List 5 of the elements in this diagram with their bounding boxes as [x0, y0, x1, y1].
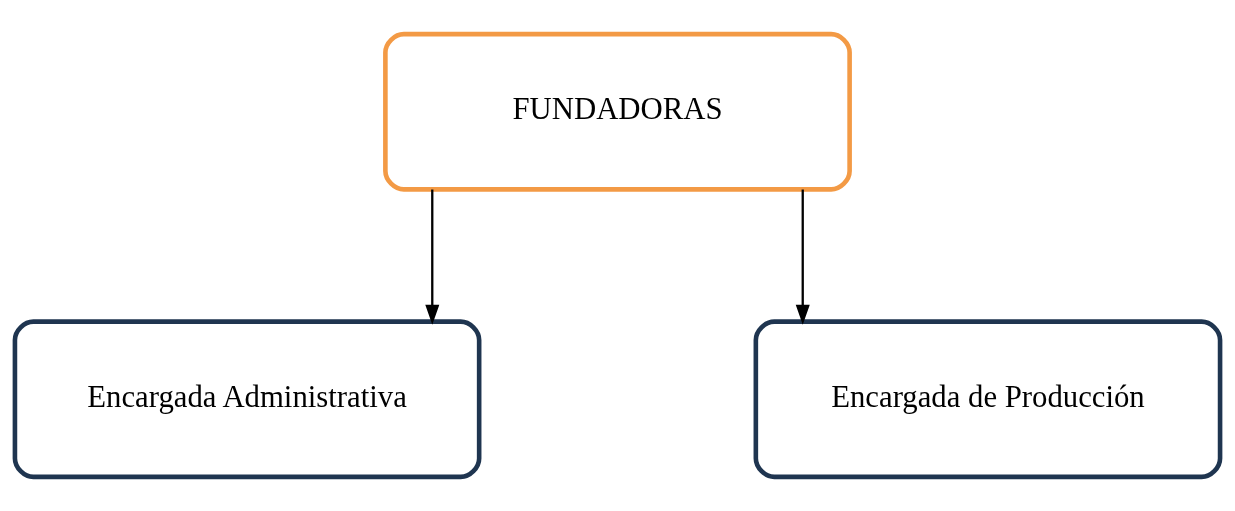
node-box: FUNDADORAS: [383, 31, 852, 192]
arrow: [425, 189, 440, 325]
node-box: Encargada de Producción: [753, 319, 1223, 480]
arrow: [795, 189, 810, 325]
node-box: Encargada Administrativa: [12, 319, 482, 480]
